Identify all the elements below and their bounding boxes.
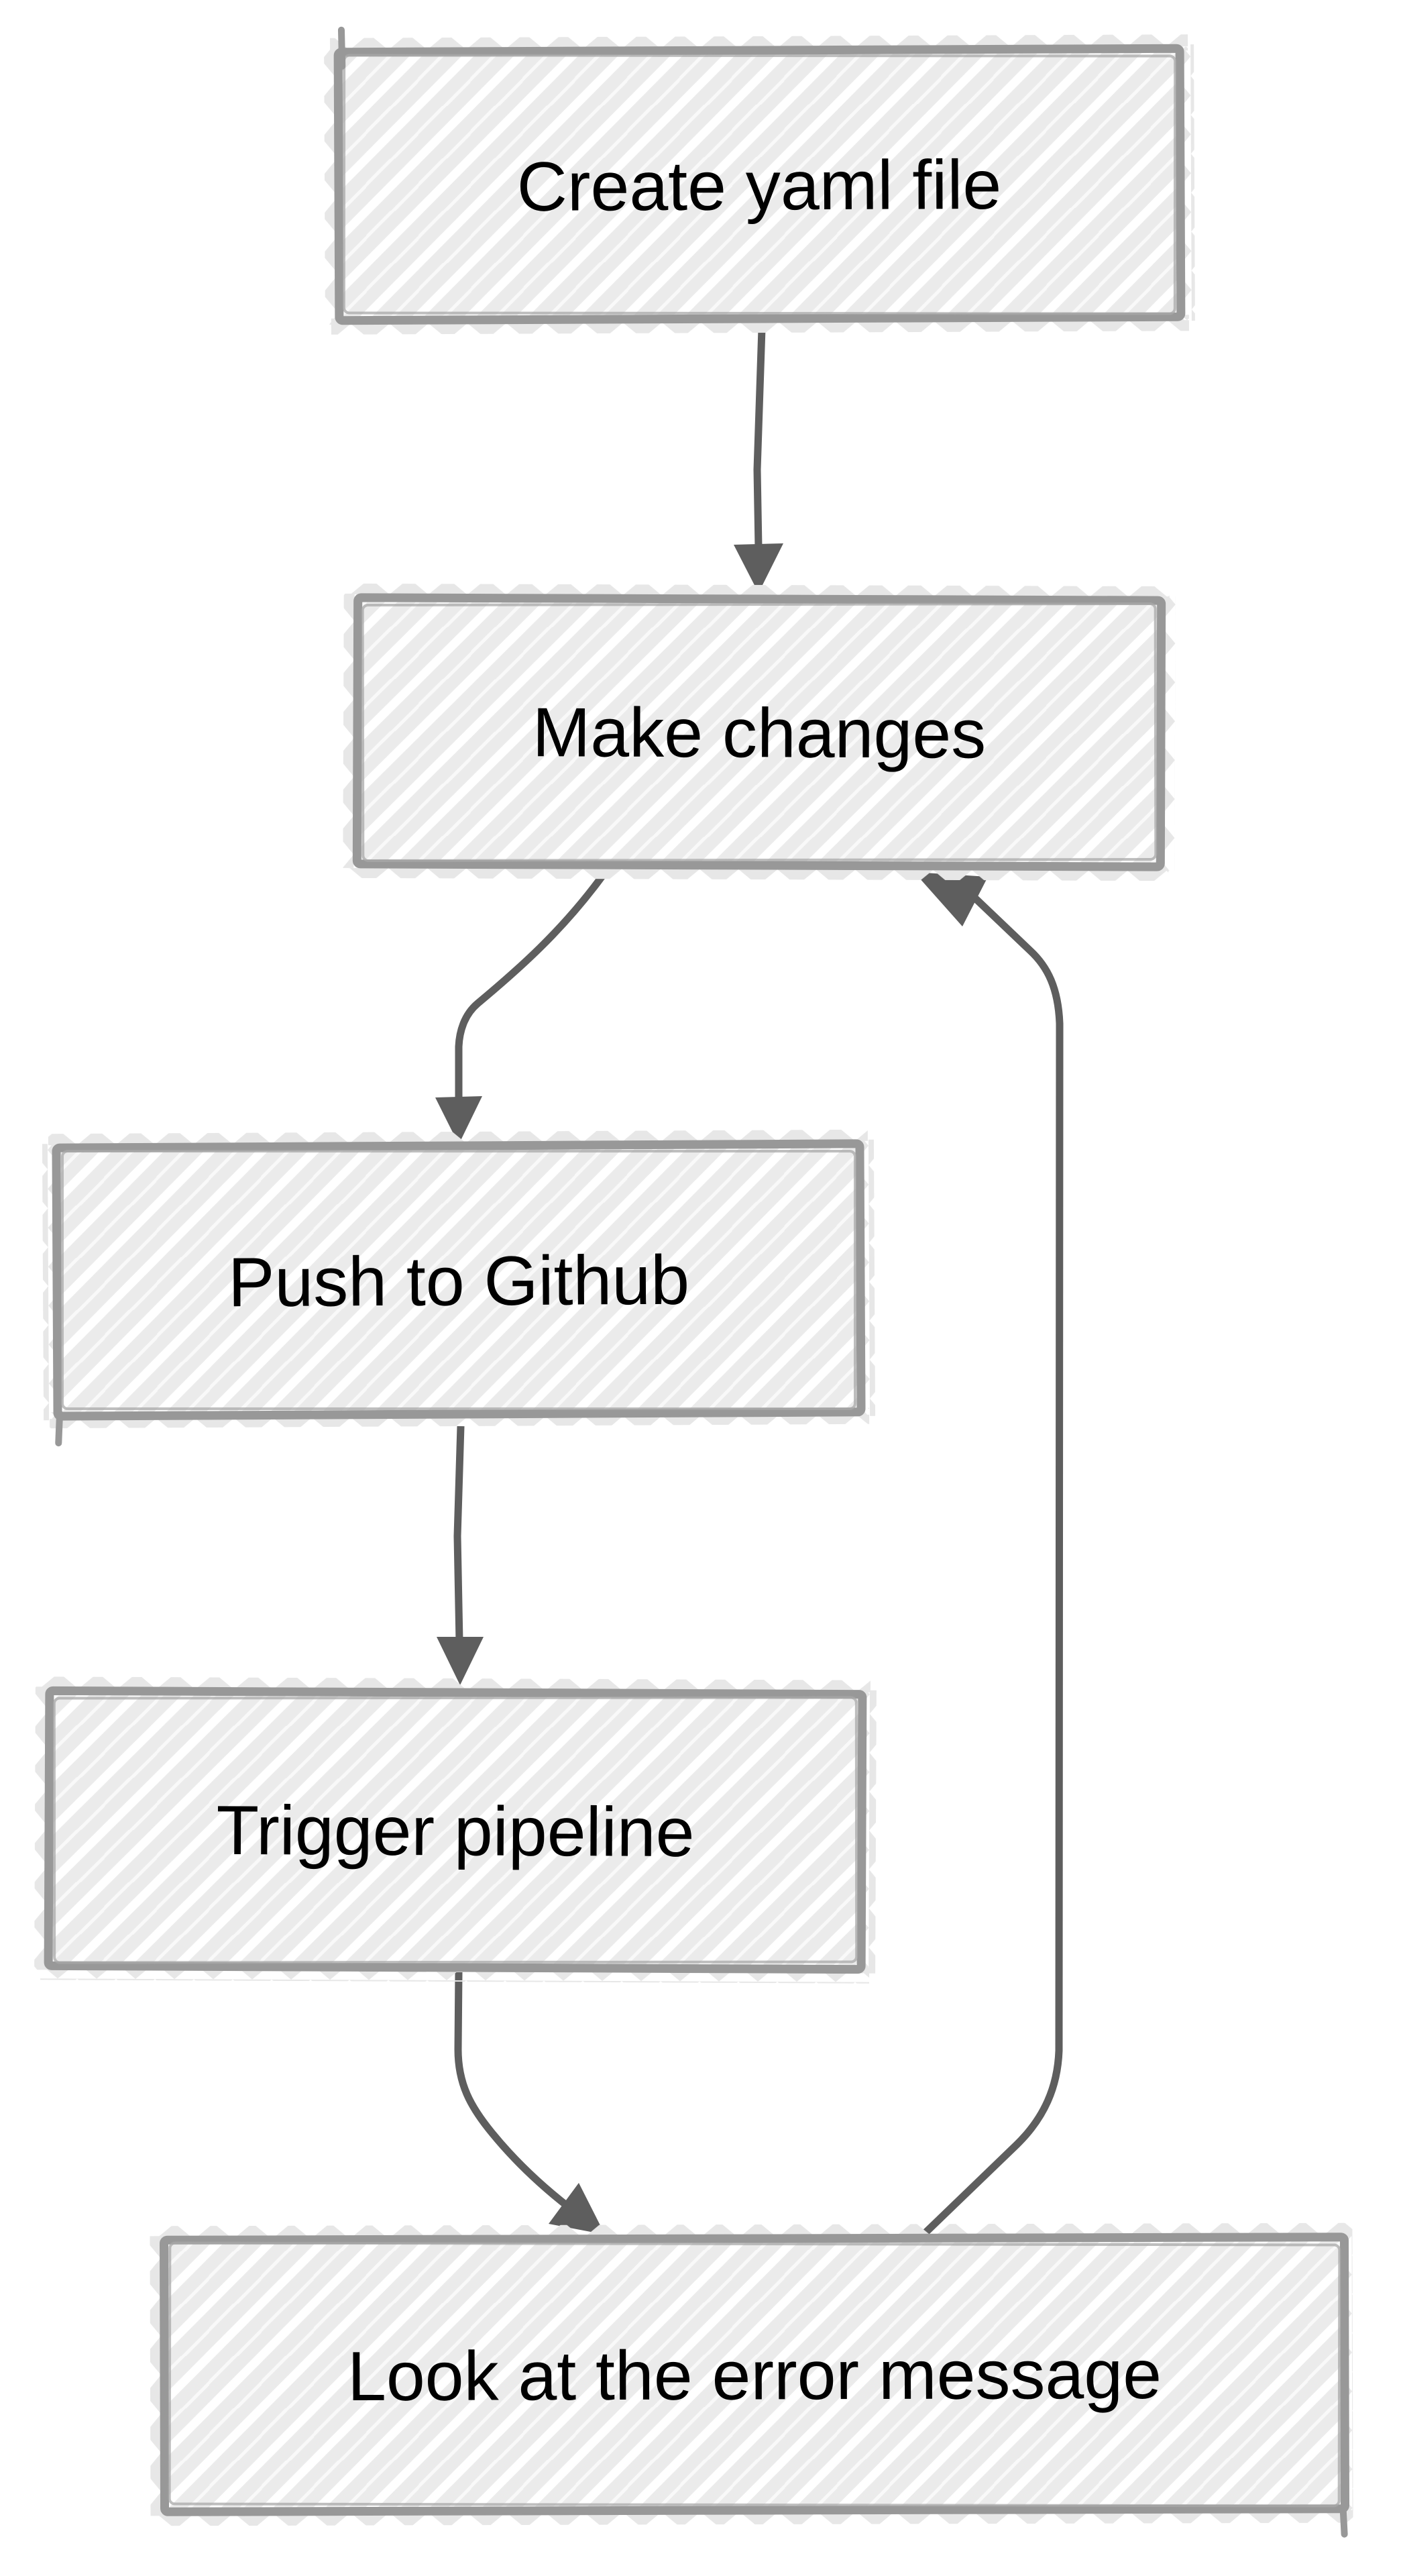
edge-create-yaml-to-make-changes xyxy=(734,328,783,593)
edge-error-message-to-make-changes xyxy=(914,872,1064,2237)
edge-push-to-github-to-trigger-pipeline xyxy=(437,1426,484,1685)
node-box xyxy=(44,1686,867,1974)
node-box xyxy=(52,1139,866,1421)
node-label-create-yaml-file: Create yaml file xyxy=(517,146,1002,226)
node-label-make-changes: Make changes xyxy=(533,694,987,773)
node-label-look-at-error-message: Look at the error message xyxy=(347,2336,1162,2416)
edge-trigger-pipeline-to-error-message xyxy=(454,1972,605,2235)
node-box-accent xyxy=(52,1696,858,1964)
edge-line xyxy=(455,873,606,1100)
node-trigger-pipeline: Trigger pipeline xyxy=(34,1676,877,1984)
node-make-changes: Make changes xyxy=(343,583,1176,881)
arrowhead-down-icon xyxy=(437,1637,484,1685)
edge-line xyxy=(753,328,766,548)
edge-line xyxy=(453,1426,465,1642)
node-create-yaml-file: Create yaml file xyxy=(324,26,1195,335)
node-label-push-to-github: Push to Github xyxy=(228,1242,690,1322)
node-box xyxy=(352,593,1166,871)
edge-make-changes-to-push-to-github xyxy=(435,873,606,1144)
node-push-to-github: Push to Github xyxy=(42,1129,876,1447)
sketch-overshoot xyxy=(55,1410,64,1447)
node-box-accent xyxy=(342,54,1177,315)
sketch-overshoot xyxy=(337,26,346,70)
node-box xyxy=(333,44,1186,325)
node-label-trigger-pipeline: Trigger pipeline xyxy=(216,1792,694,1872)
edge-line xyxy=(454,1972,571,2210)
arrowhead-down-right-icon xyxy=(549,2183,605,2235)
node-box-accent xyxy=(168,2241,1341,2508)
sketch-overshoot xyxy=(1339,2504,1348,2538)
node-box-accent xyxy=(61,1150,856,1410)
node-box xyxy=(159,2233,1350,2516)
node-look-at-error-message: Look at the error message xyxy=(150,2222,1353,2538)
arrowhead-down-icon xyxy=(734,543,783,593)
arrowhead-up-left-icon xyxy=(914,872,988,926)
edge-line xyxy=(921,894,1064,2237)
arrowhead-down-icon xyxy=(435,1096,482,1144)
node-box-accent xyxy=(361,602,1158,863)
